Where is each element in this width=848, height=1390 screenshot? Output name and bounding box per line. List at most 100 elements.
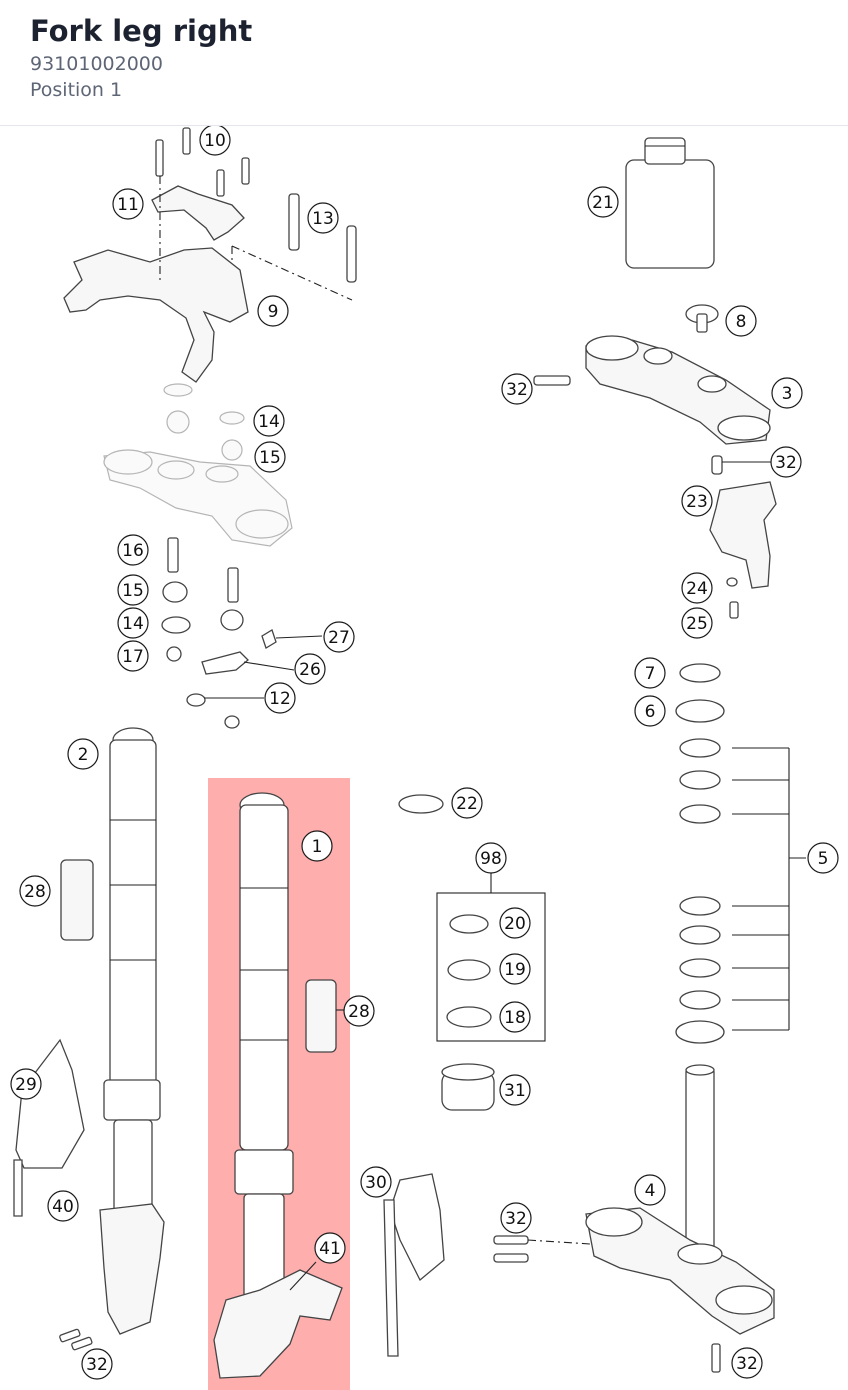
callout-label: 21 bbox=[592, 193, 614, 213]
callout-32[interactable]: 32 bbox=[770, 446, 802, 478]
callout-14[interactable]: 14 bbox=[253, 405, 285, 437]
callout-label: 29 bbox=[15, 1075, 37, 1095]
callout-32[interactable]: 32 bbox=[500, 1202, 532, 1234]
callout-label: 6 bbox=[645, 702, 656, 722]
callout-label: 13 bbox=[312, 209, 334, 229]
callout-label: 20 bbox=[504, 914, 526, 934]
callout-17[interactable]: 17 bbox=[117, 640, 149, 672]
callout-12[interactable]: 12 bbox=[264, 682, 296, 714]
callout-label: 26 bbox=[299, 660, 321, 680]
callout-label: 14 bbox=[122, 614, 144, 634]
callout-11[interactable]: 11 bbox=[112, 188, 144, 220]
callout-32[interactable]: 32 bbox=[501, 373, 533, 405]
header: Fork leg right 93101002000 Position 1 bbox=[0, 0, 848, 126]
callout-label: 24 bbox=[686, 579, 708, 599]
callout-14[interactable]: 14 bbox=[117, 607, 149, 639]
callout-label: 28 bbox=[24, 882, 46, 902]
callout-25[interactable]: 25 bbox=[681, 607, 713, 639]
callout-28[interactable]: 28 bbox=[343, 995, 375, 1027]
small-hardware-left bbox=[161, 537, 323, 729]
callout-98[interactable]: 98 bbox=[475, 842, 507, 874]
callout-26[interactable]: 26 bbox=[294, 653, 326, 685]
callout-label: 7 bbox=[645, 664, 656, 684]
callout-label: 1 bbox=[312, 837, 323, 857]
callout-28[interactable]: 28 bbox=[19, 875, 51, 907]
callout-label: 11 bbox=[117, 195, 139, 215]
callout-16[interactable]: 16 bbox=[117, 534, 149, 566]
callout-2[interactable]: 2 bbox=[67, 738, 99, 770]
callout-label: 23 bbox=[686, 492, 708, 512]
callout-label: 28 bbox=[348, 1002, 370, 1022]
callout-1[interactable]: 1 bbox=[301, 830, 333, 862]
callout-label: 32 bbox=[86, 1355, 108, 1375]
oil-can bbox=[625, 137, 715, 269]
callout-32[interactable]: 32 bbox=[81, 1348, 113, 1380]
callout-30[interactable]: 30 bbox=[360, 1166, 392, 1198]
callout-22[interactable]: 22 bbox=[451, 787, 483, 819]
callout-40[interactable]: 40 bbox=[47, 1190, 79, 1222]
callout-label: 15 bbox=[259, 448, 281, 468]
part-number: 93101002000 bbox=[30, 53, 163, 75]
callout-21[interactable]: 21 bbox=[587, 186, 619, 218]
fork-guard-right bbox=[383, 1173, 445, 1357]
callout-20[interactable]: 20 bbox=[499, 907, 531, 939]
callout-9[interactable]: 9 bbox=[257, 295, 289, 327]
callout-5[interactable]: 5 bbox=[807, 842, 839, 874]
fork-leg-left bbox=[60, 727, 165, 1335]
callout-label: 40 bbox=[52, 1197, 74, 1217]
callout-label: 5 bbox=[818, 849, 829, 869]
callout-label: 32 bbox=[506, 380, 528, 400]
callout-29[interactable]: 29 bbox=[10, 1068, 42, 1100]
callout-13[interactable]: 13 bbox=[307, 202, 339, 234]
callout-24[interactable]: 24 bbox=[681, 572, 713, 604]
callout-label: 4 bbox=[645, 1181, 656, 1201]
callout-41[interactable]: 41 bbox=[314, 1232, 346, 1264]
callout-label: 98 bbox=[480, 849, 502, 869]
exploded-parts-diagram: 1011139218323321415231615242514271726712… bbox=[10, 126, 839, 1390]
callout-label: 3 bbox=[782, 384, 793, 404]
callout-label: 22 bbox=[456, 794, 478, 814]
callout-label: 19 bbox=[504, 960, 526, 980]
callout-10[interactable]: 10 bbox=[199, 126, 231, 156]
callout-label: 9 bbox=[268, 302, 279, 322]
callout-label: 27 bbox=[328, 628, 350, 648]
handlebar-clamp-assembly bbox=[63, 127, 357, 383]
callout-15[interactable]: 15 bbox=[117, 574, 149, 606]
fork-guard-left bbox=[13, 1038, 93, 1351]
bracket-23 bbox=[709, 481, 777, 619]
position-label: Position 1 bbox=[30, 79, 123, 101]
callout-label: 15 bbox=[122, 581, 144, 601]
lower-triple-clamp bbox=[493, 1064, 775, 1373]
callout-18[interactable]: 18 bbox=[499, 1001, 531, 1033]
callout-8[interactable]: 8 bbox=[725, 305, 757, 337]
callout-label: 32 bbox=[736, 1354, 758, 1374]
callout-23[interactable]: 23 bbox=[681, 485, 713, 517]
callout-6[interactable]: 6 bbox=[634, 695, 666, 727]
callout-label: 32 bbox=[505, 1209, 527, 1229]
callout-label: 31 bbox=[504, 1081, 526, 1101]
callout-label: 32 bbox=[775, 453, 797, 473]
fork-leg-right-highlighted bbox=[213, 792, 346, 1379]
callout-3[interactable]: 3 bbox=[771, 377, 803, 409]
callout-label: 30 bbox=[365, 1173, 387, 1193]
callout-label: 10 bbox=[204, 131, 226, 151]
upper-triple-clamp-ghost bbox=[103, 383, 293, 547]
page-title: Fork leg right bbox=[30, 14, 253, 48]
callout-7[interactable]: 7 bbox=[634, 657, 666, 689]
callout-label: 16 bbox=[122, 541, 144, 561]
callout-4[interactable]: 4 bbox=[634, 1174, 666, 1206]
callout-15[interactable]: 15 bbox=[254, 441, 286, 473]
callout-label: 25 bbox=[686, 614, 708, 634]
callout-label: 12 bbox=[269, 689, 291, 709]
callout-label: 8 bbox=[736, 312, 747, 332]
callout-label: 17 bbox=[122, 647, 144, 667]
callout-label: 2 bbox=[78, 745, 89, 765]
callout-label: 14 bbox=[258, 412, 280, 432]
callout-19[interactable]: 19 bbox=[499, 953, 531, 985]
callout-label: 18 bbox=[504, 1008, 526, 1028]
callout-31[interactable]: 31 bbox=[499, 1074, 531, 1106]
seal-kit-group bbox=[398, 794, 546, 1111]
callout-label: 41 bbox=[319, 1239, 341, 1259]
callout-32[interactable]: 32 bbox=[731, 1347, 763, 1379]
callout-27[interactable]: 27 bbox=[323, 621, 355, 653]
